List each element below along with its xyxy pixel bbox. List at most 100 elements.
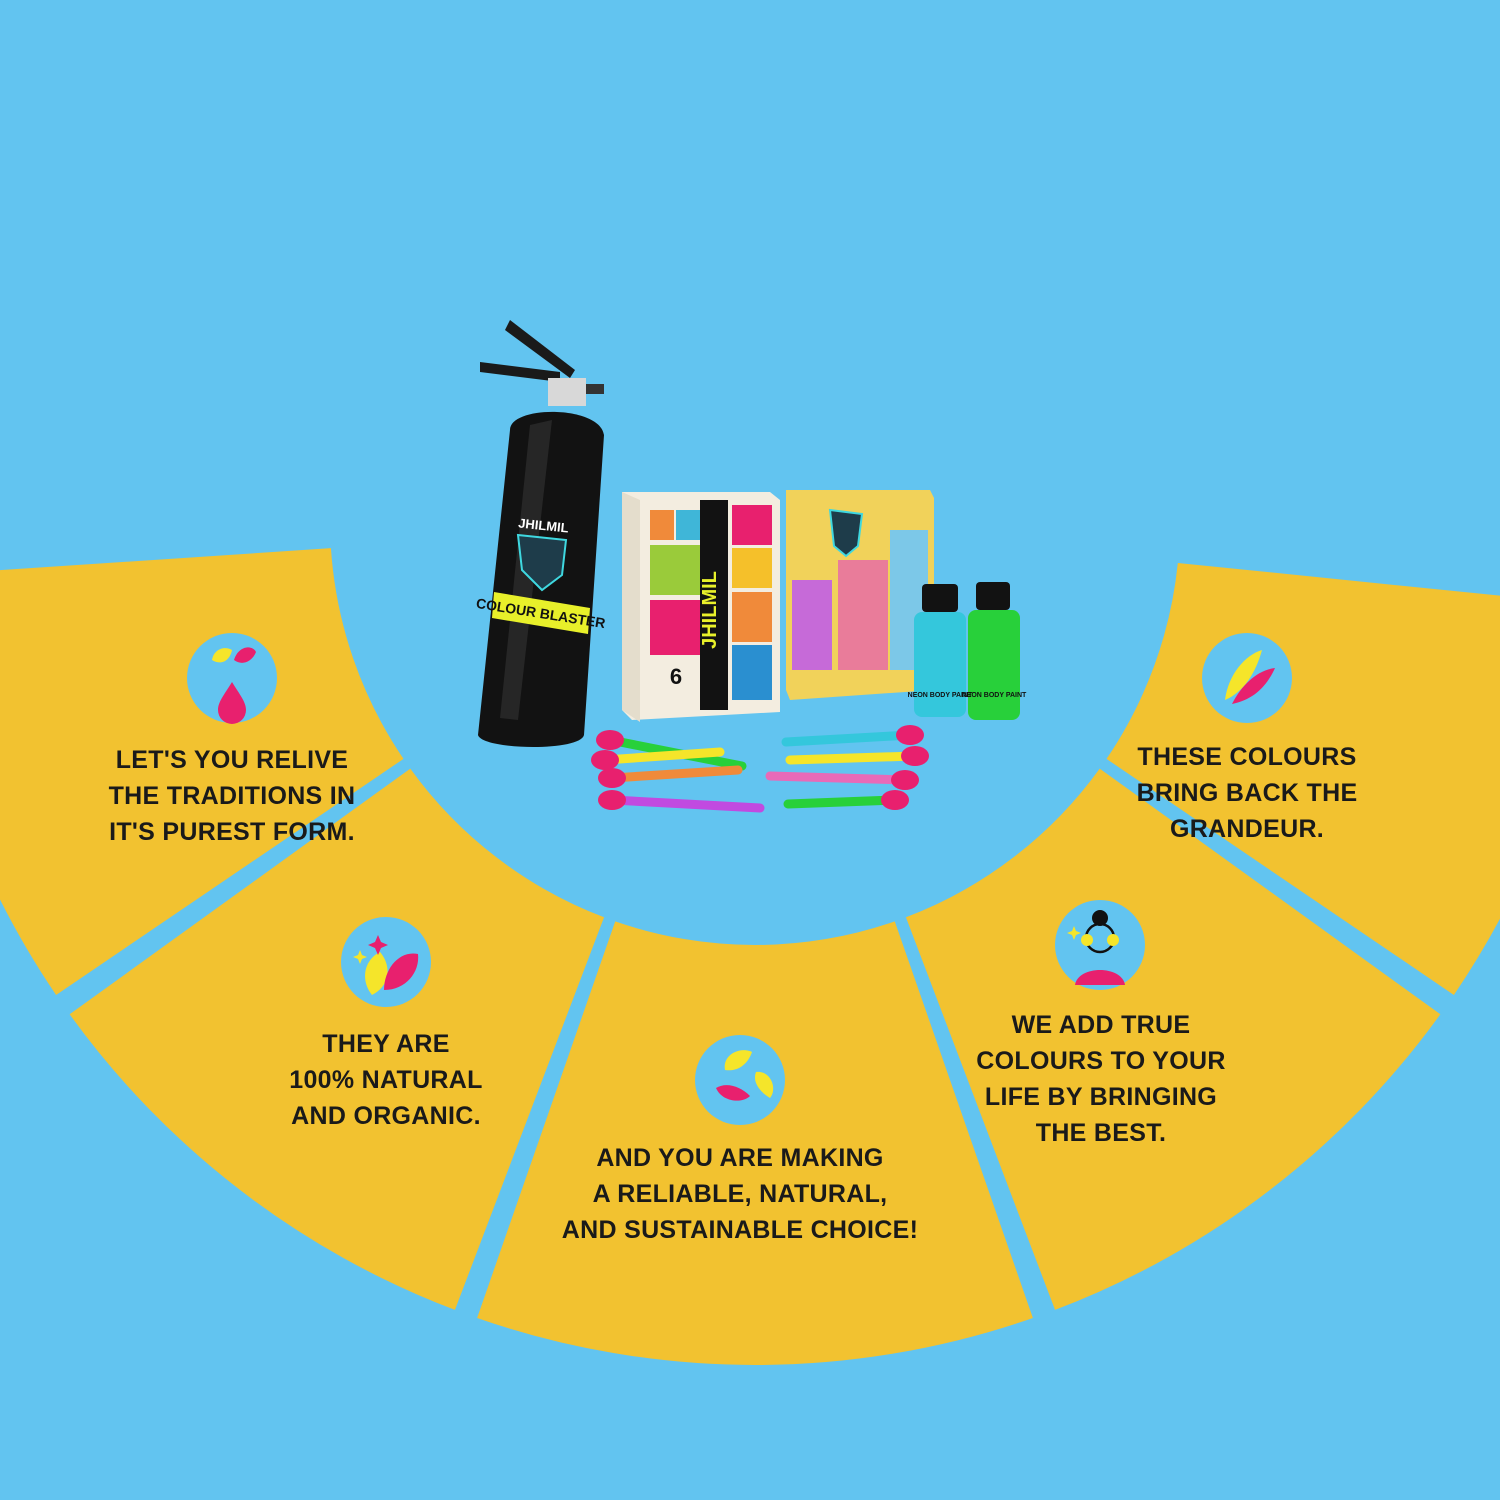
segment-text-line: THESE COLOURS: [1137, 743, 1357, 771]
segment-text-line: BRING BACK THE: [1136, 779, 1358, 807]
blaster-valve: [548, 378, 586, 406]
balloon-cluster: [891, 770, 919, 790]
segment-text-line: COLOURS TO YOUR: [976, 1047, 1226, 1075]
box1-tile: [650, 545, 700, 595]
balloon-cluster: [598, 790, 626, 810]
hair-bun: [1092, 910, 1108, 926]
segment-text-1: LET'S YOU RELIVE THE TRADITIONS IN IT'S PU…: [32, 742, 432, 850]
colour-blaster-product: COLOUR BLASTER JHILMIL: [475, 320, 607, 748]
leaf-pink: [716, 1085, 750, 1101]
balloon-stick-orange: [607, 765, 743, 783]
leaf-yellow: [365, 952, 388, 995]
box1-tile: [732, 505, 772, 545]
bottle-label-text: NEON BODY PAINT: [962, 692, 1027, 699]
leaf-pink: [234, 647, 256, 663]
balloon-stick-green: [783, 795, 900, 809]
feather-pink: [1232, 668, 1275, 704]
balloon-cluster: [596, 730, 624, 750]
balloon-cluster: [896, 725, 924, 745]
box1-tile: [732, 645, 772, 700]
leaf-pink: [384, 953, 419, 990]
icon-feathers-group: [1202, 633, 1292, 723]
box2-logo-shield: [828, 508, 864, 558]
shoulders-shape: [1075, 970, 1125, 985]
segment-text-3: AND YOU ARE MAKING A RELIABLE, NATURAL, AN…: [540, 1140, 940, 1248]
balloon-stick-purple: [607, 795, 765, 813]
recycle-leaves-icon: [695, 1035, 785, 1125]
segment-text-line: A RELIABLE, NATURAL,: [592, 1180, 888, 1208]
box1-tile: [650, 600, 700, 655]
blaster-label-band: [492, 592, 590, 634]
leaf-yellow: [724, 1050, 752, 1071]
box1-tile: [650, 510, 674, 540]
fan-segment-3: [477, 921, 1033, 1365]
segment-text-line: AND SUSTAINABLE CHOICE!: [561, 1216, 919, 1244]
holi-colour-box-2: [786, 490, 934, 700]
fan-segment-4: [905, 768, 1441, 1310]
sparkle-shape: [1067, 926, 1081, 940]
blaster-logo-shield: [516, 533, 568, 592]
segment-text-line: THEY ARE: [322, 1030, 450, 1058]
drop-leaf-icon: [187, 633, 277, 723]
segment-text-4: WE ADD TRUE COLOURS TO YOUR LIFE BY BRINGI…: [901, 1007, 1301, 1151]
box1-brand-text: JHILMIL: [699, 571, 721, 649]
leaf-yellow: [212, 648, 232, 663]
box1-count-text: 6: [670, 664, 682, 689]
bottle-cap: [922, 584, 958, 612]
box1-tile: [732, 548, 772, 588]
balloon-stick-cyan: [781, 730, 915, 747]
fan-segment-2: [69, 768, 605, 1310]
bottle-cap: [976, 582, 1010, 610]
box2-building: [838, 560, 888, 670]
fan-segment-1: [0, 548, 404, 995]
box2-figure: [792, 580, 832, 670]
blaster-handle: [505, 320, 575, 378]
segment-text-line: THE TRADITIONS IN: [108, 782, 356, 810]
blaster-nozzle: [586, 384, 604, 394]
person-face-icon: [1055, 900, 1145, 990]
box1-brand-strip: [700, 500, 728, 710]
cheek-yellow: [1107, 934, 1119, 946]
segment-text-line: WE ADD TRUE: [1011, 1011, 1191, 1039]
icon-recycle-leaves-group: [695, 1035, 785, 1125]
leaf-yellow: [754, 1071, 774, 1098]
box1-tile: [732, 592, 772, 642]
sparkle-shape: [368, 935, 388, 955]
segment-text-5: THESE COLOURS BRING BACK THE GRANDEUR.: [1047, 739, 1447, 847]
segment-text-line: LET'S YOU RELIVE: [115, 746, 349, 774]
balloon-stick-pink: [765, 771, 910, 785]
bottle-label-text: NEON BODY PAINT: [908, 692, 973, 699]
sparkle-leaves-icon: [341, 917, 431, 1007]
icon-drop-leaf-group: [187, 633, 277, 724]
sparkle-shape: [353, 950, 367, 964]
box1-side: [622, 492, 640, 722]
holi-colour-box-1: JHILMIL 6: [622, 492, 780, 722]
product-group: COLOUR BLASTER JHILMIL JHILMIL 6: [475, 320, 1027, 813]
segment-text-line: LIFE BY BRINGING: [984, 1083, 1218, 1111]
cheek-yellow: [1081, 934, 1093, 946]
box1-tile: [676, 510, 700, 540]
segment-text-line: AND ORGANIC.: [291, 1102, 481, 1130]
feather-yellow: [1225, 650, 1262, 700]
segment-text-line: 100% NATURAL: [289, 1066, 483, 1094]
balloon-stick-yellow: [600, 747, 725, 765]
bottle-green: [968, 610, 1020, 720]
balloon-cluster: [881, 790, 909, 810]
icon-sparkle-leaves-group: [341, 917, 431, 1007]
balloon-cluster: [591, 750, 619, 770]
segment-text-line: AND YOU ARE MAKING: [596, 1144, 884, 1172]
balloon-cluster: [598, 768, 626, 788]
drop-shape: [218, 682, 246, 724]
icon-person-face-group: [1055, 900, 1145, 990]
segment-text-line: IT'S PUREST FORM.: [109, 818, 355, 846]
blaster-brand-text: JHILMIL: [518, 515, 570, 535]
body-paint-bottles: NEON BODY PAINT NEON BODY PAINT: [908, 582, 1027, 720]
balloon-cluster: [901, 746, 929, 766]
blaster-lever: [480, 362, 560, 382]
segment-text-line: GRANDEUR.: [1169, 815, 1325, 843]
segment-text-line: THE BEST.: [1035, 1119, 1167, 1147]
segment-text-2: THEY ARE 100% NATURAL AND ORGANIC.: [186, 1026, 586, 1134]
balloon-stick-yellow: [785, 751, 920, 765]
